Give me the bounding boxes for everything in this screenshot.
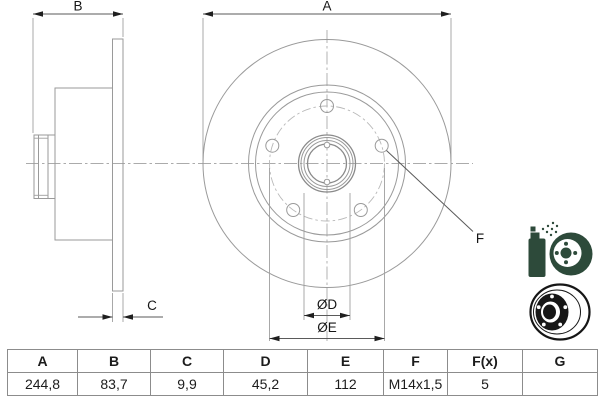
dim-label-c: C <box>147 298 157 313</box>
pilot-profile <box>33 134 56 199</box>
spec-value-d: 45,2 <box>223 372 308 396</box>
spec-header-fx: F(x) <box>447 349 523 373</box>
spec-value-f: M14x1,5 <box>383 372 448 396</box>
dim-label-a: A <box>322 0 331 14</box>
spec-header-c: C <box>150 349 224 373</box>
spec-value-fx: 5 <box>447 372 523 396</box>
spec-header-d: D <box>223 349 308 373</box>
spec-table: A B C D E F F(x) G 244,8 83,7 9,9 45,2 1… <box>7 349 598 396</box>
bolt-hole <box>353 203 368 217</box>
dim-label-d: ØD <box>317 297 338 312</box>
spec-value-row: 244,8 83,7 9,9 45,2 112 M14x1,5 5 <box>7 372 598 396</box>
bolt-hole <box>286 203 301 217</box>
spec-value-a: 244,8 <box>7 372 78 396</box>
spec-header-row: A B C D E F F(x) G <box>7 349 598 373</box>
spec-value-c: 9,9 <box>150 372 224 396</box>
spec-value-b: 83,7 <box>77 372 151 396</box>
spec-header-g: G <box>522 349 598 373</box>
hub-profile <box>54 87 113 241</box>
spec-value-g <box>522 372 598 396</box>
dim-label-e: ØE <box>317 320 337 335</box>
dim-label-b: B <box>73 0 82 14</box>
bolt-hole <box>320 99 334 113</box>
spec-header-b: B <box>77 349 151 373</box>
side-view: B C <box>32 0 163 322</box>
dim-label-f: F <box>476 231 484 246</box>
center-bore-outer <box>297 134 357 193</box>
front-view: A ØD ØE <box>202 0 484 342</box>
disc-plate-profile <box>112 38 124 292</box>
bolt-hole <box>265 138 280 153</box>
spec-value-e: 112 <box>307 372 384 396</box>
bolt-circle <box>269 105 385 222</box>
outer-diameter-circle <box>202 39 452 288</box>
brake-disc-icon <box>529 283 591 341</box>
bolt-hole <box>374 138 389 153</box>
hub-face-circle <box>255 91 399 236</box>
spec-header-e: E <box>307 349 384 373</box>
spray-coated-disc-icon <box>528 221 593 277</box>
spec-header-f: F <box>383 349 448 373</box>
friction-face-inner-circle <box>248 84 406 243</box>
spec-header-a: A <box>7 349 78 373</box>
technical-drawing-canvas: B C A <box>26 0 593 342</box>
